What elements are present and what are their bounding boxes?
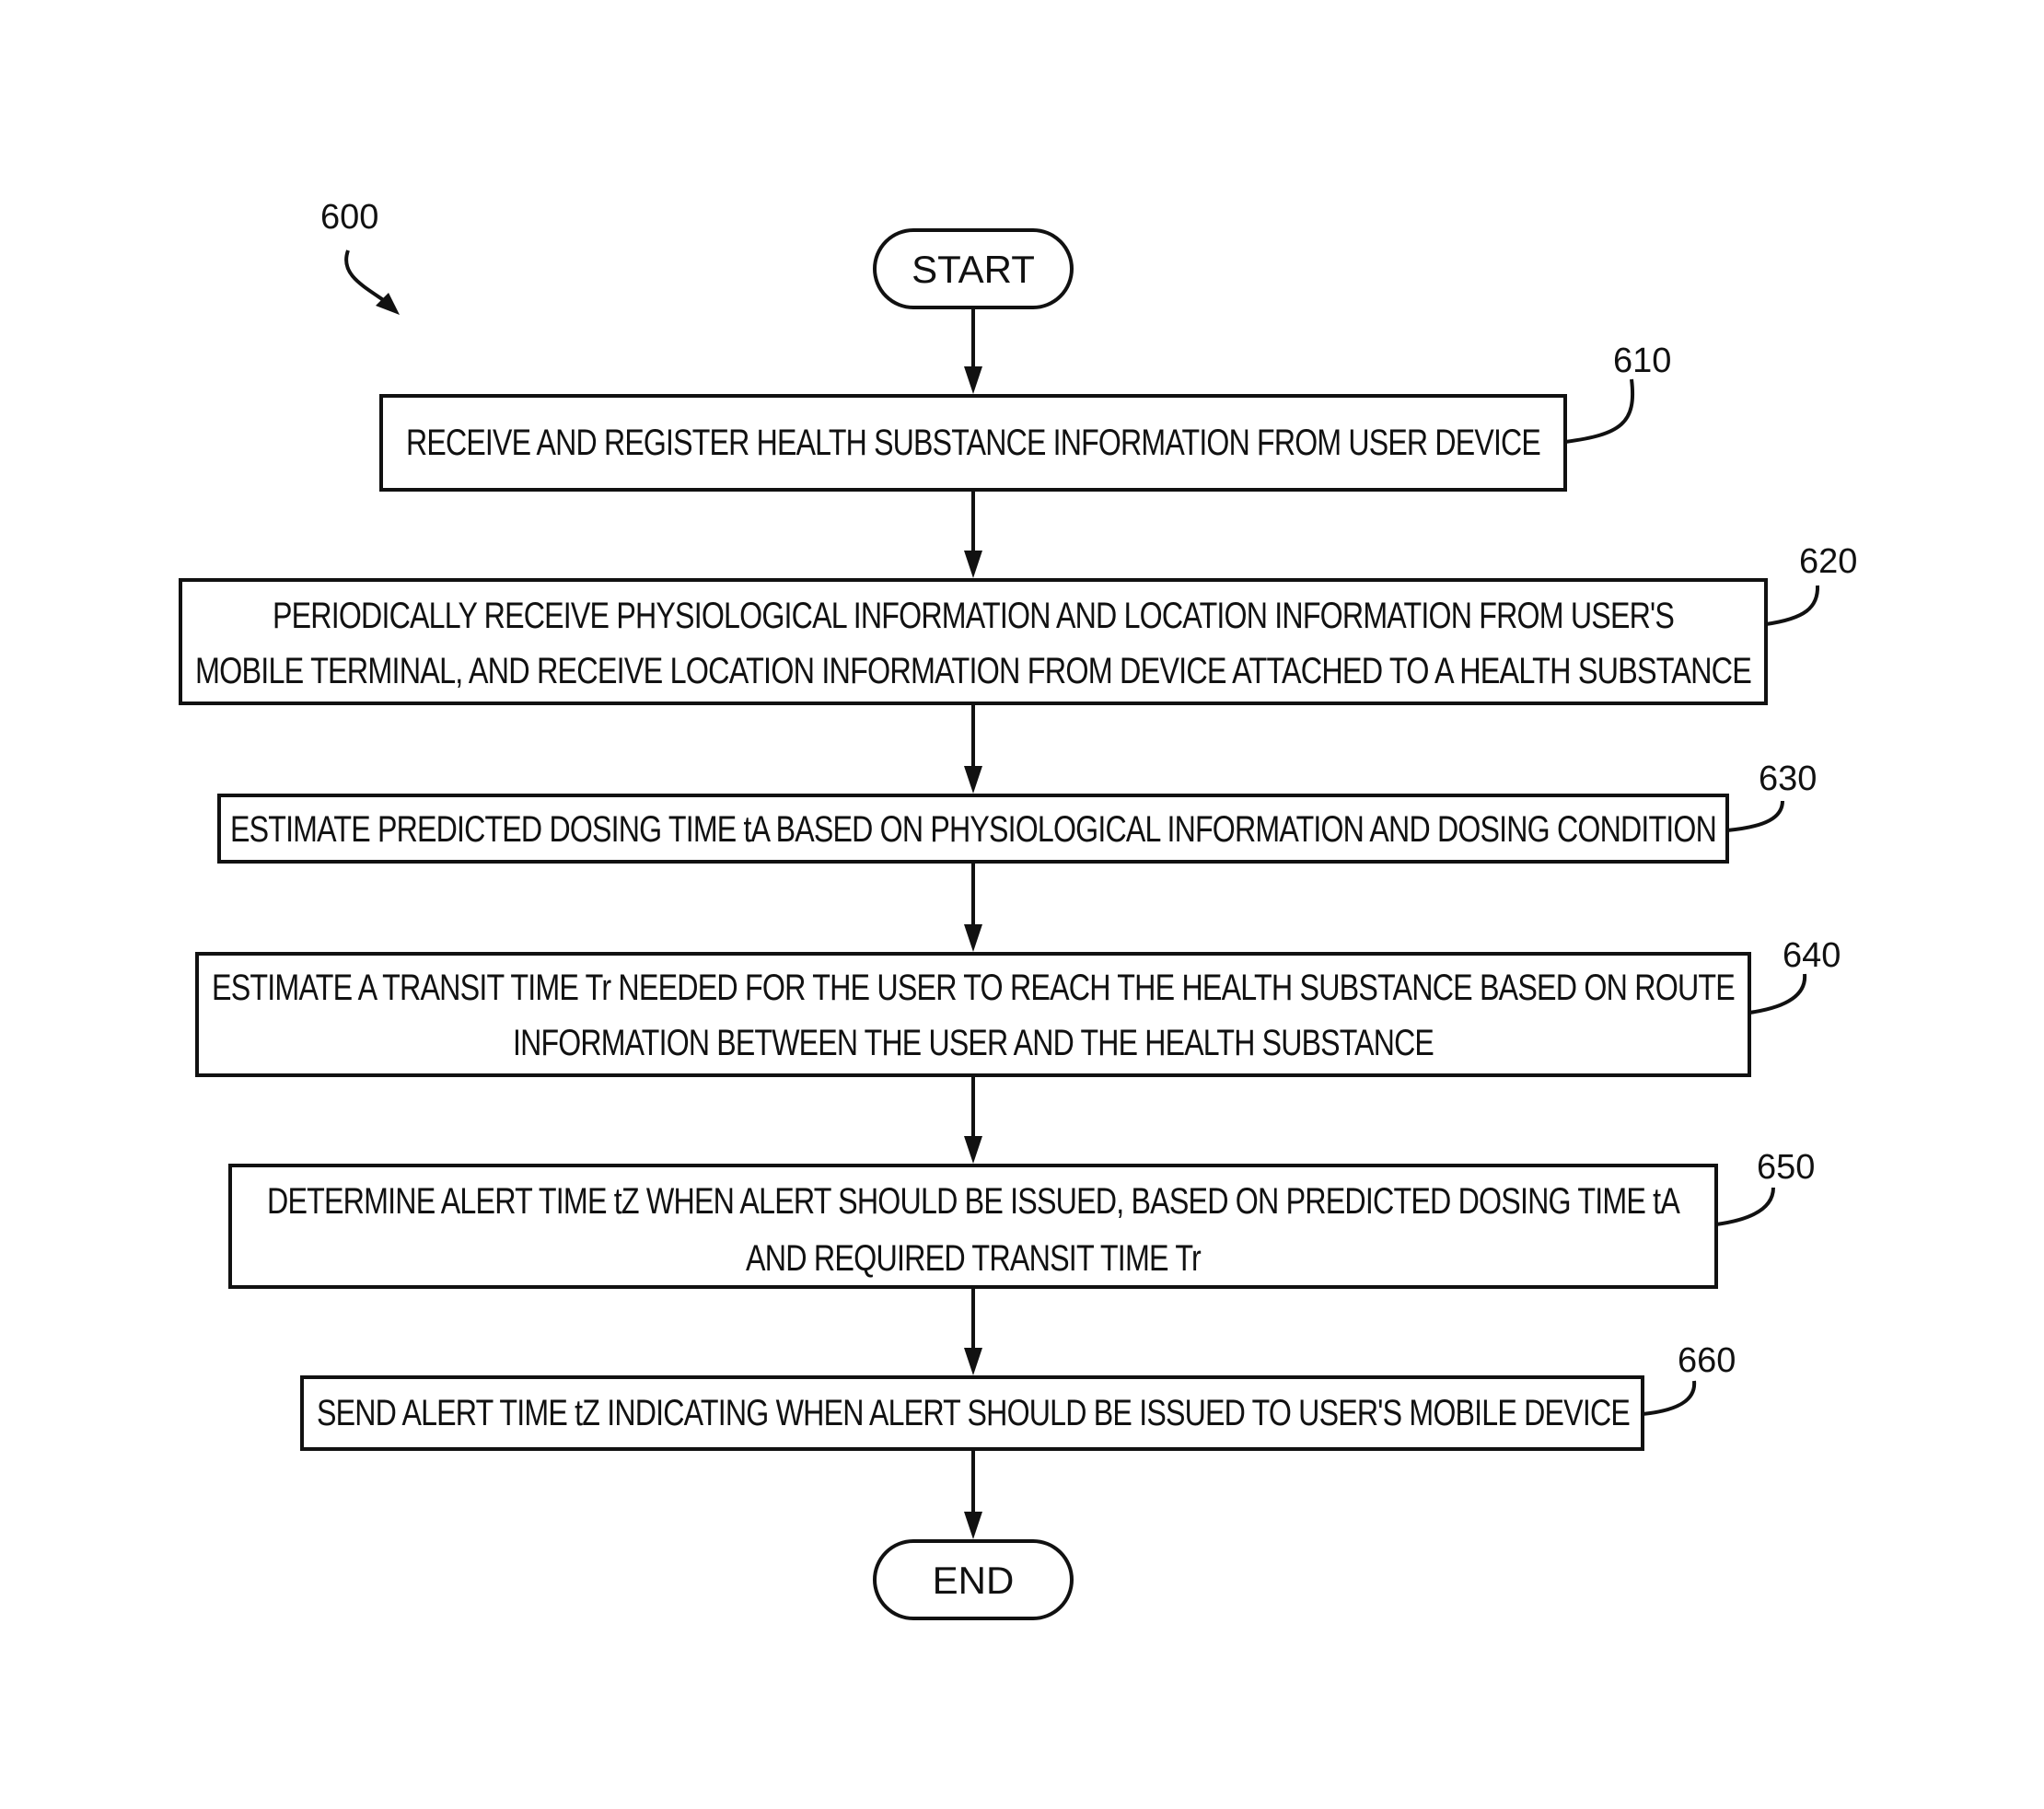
arrowhead-620-630 xyxy=(964,766,982,794)
step-630-ref: 630 xyxy=(1759,760,1817,798)
figure-ref-label: 600 xyxy=(320,198,378,237)
step-620-leader xyxy=(1766,586,1818,624)
step-620-ref: 620 xyxy=(1799,542,1857,581)
step-640: ESTIMATE A TRANSIT TIME Tr NEEDED FOR TH… xyxy=(197,936,1841,1075)
step-610: RECEIVE AND REGISTER HEALTH SUBSTANCE IN… xyxy=(381,342,1671,490)
step-620-text-line-2: MOBILE TERMINAL, AND RECEIVE LOCATION IN… xyxy=(195,651,1751,691)
step-660: SEND ALERT TIME tZ INDICATING WHEN ALERT… xyxy=(302,1341,1736,1449)
step-630-text-line-1: ESTIMATE PREDICTED DOSING TIME tA BASED … xyxy=(230,809,1716,850)
step-650: DETERMINE ALERT TIME tZ WHEN ALERT SHOUL… xyxy=(230,1148,1815,1287)
start-label: START xyxy=(912,248,1035,291)
step-640-text-line-1: ESTIMATE A TRANSIT TIME Tr NEEDED FOR TH… xyxy=(212,968,1735,1008)
end-label: END xyxy=(933,1559,1015,1602)
step-650-text-line-2: AND REQUIRED TRANSIT TIME Tr xyxy=(746,1238,1202,1279)
step-640-text-line-2: INFORMATION BETWEEN THE USER AND THE HEA… xyxy=(513,1023,1434,1063)
step-620: PERIODICALLY RECEIVE PHYSIOLOGICAL INFOR… xyxy=(180,542,1857,703)
arrowhead-640-650 xyxy=(964,1136,982,1164)
step-610-ref: 610 xyxy=(1613,342,1671,380)
step-640-leader xyxy=(1749,974,1805,1013)
step-610-leader xyxy=(1565,379,1632,442)
step-630-leader xyxy=(1727,801,1783,830)
arrowhead-650-660 xyxy=(964,1348,982,1375)
arrowhead-610-620 xyxy=(964,551,982,578)
arrowhead-630-640 xyxy=(964,924,982,952)
arrowhead-660-end xyxy=(964,1512,982,1539)
step-620-text-line-1: PERIODICALLY RECEIVE PHYSIOLOGICAL INFOR… xyxy=(273,596,1674,636)
step-610-text-line-1: RECEIVE AND REGISTER HEALTH SUBSTANCE IN… xyxy=(406,423,1540,463)
step-650-text-line-1: DETERMINE ALERT TIME tZ WHEN ALERT SHOUL… xyxy=(267,1181,1680,1222)
arrowhead-start-610 xyxy=(964,366,982,394)
step-650-ref: 650 xyxy=(1757,1148,1815,1187)
step-640-ref: 640 xyxy=(1783,936,1841,975)
connectors xyxy=(964,307,982,1539)
step-650-leader xyxy=(1716,1188,1773,1224)
step-630: ESTIMATE PREDICTED DOSING TIME tA BASED … xyxy=(219,760,1817,862)
step-660-leader xyxy=(1643,1381,1694,1414)
step-660-text-line-1: SEND ALERT TIME tZ INDICATING WHEN ALERT… xyxy=(317,1393,1630,1433)
step-660-ref: 660 xyxy=(1678,1341,1736,1380)
